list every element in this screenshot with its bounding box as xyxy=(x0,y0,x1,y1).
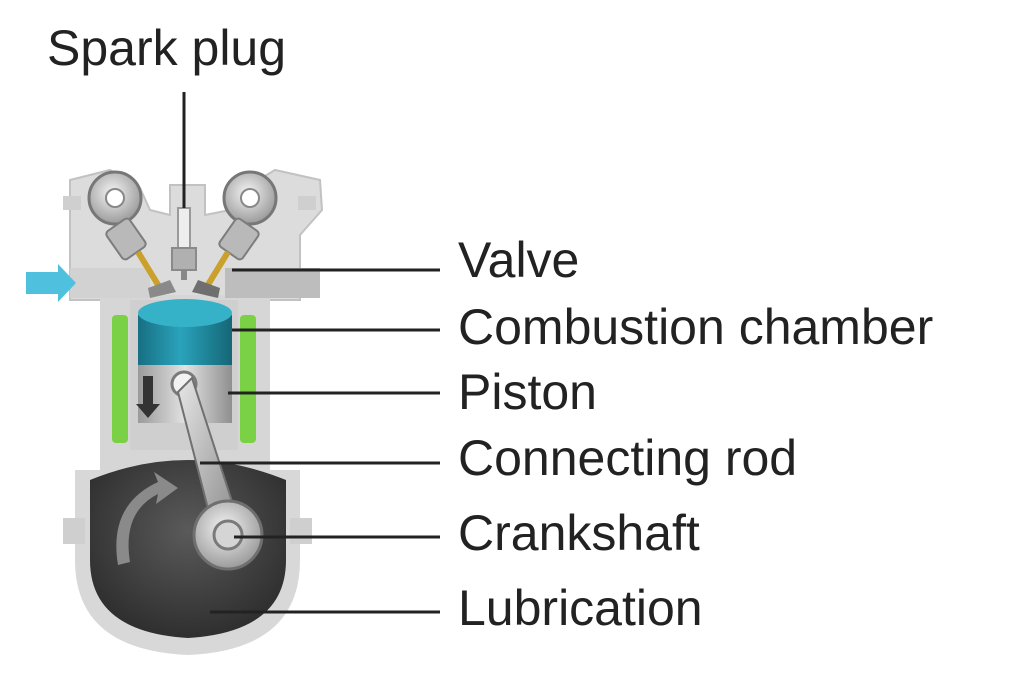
label-combustion-chamber: Combustion chamber xyxy=(458,299,934,355)
head-flange-right xyxy=(298,196,316,210)
spark-plug-icon xyxy=(171,207,197,280)
label-valve: Valve xyxy=(458,232,580,288)
intake-passage xyxy=(70,268,150,298)
case-flange-left xyxy=(63,518,85,544)
valve-spring-left xyxy=(105,217,147,261)
valve-train xyxy=(87,170,278,298)
label-lubrication: Lubrication xyxy=(458,580,703,636)
crankshaft xyxy=(192,499,264,571)
valve-head-right xyxy=(192,280,220,298)
crank-journal xyxy=(212,519,244,551)
spark-plug-body xyxy=(177,207,191,249)
cam-left-hub xyxy=(105,188,125,208)
case-flange-right xyxy=(290,518,312,544)
label-spark-plug: Spark plug xyxy=(47,20,287,76)
down-arrow-icon xyxy=(136,376,160,418)
valve-head-left xyxy=(148,280,176,298)
rotation-arrow-icon xyxy=(116,472,178,565)
exhaust-passage xyxy=(225,268,320,298)
spark-plug-tip xyxy=(181,270,187,280)
valve-stem-left xyxy=(135,250,163,290)
leader-lines xyxy=(182,92,440,614)
label-connecting-rod: Connecting rod xyxy=(458,430,798,486)
valve-stem-right xyxy=(203,250,231,290)
intake-arrow-icon xyxy=(26,264,76,302)
coolant-jacket-left xyxy=(112,315,128,443)
crankcase xyxy=(63,460,312,655)
cam-right-hub xyxy=(240,188,260,208)
label-crankshaft: Crankshaft xyxy=(458,505,700,561)
label-piston: Piston xyxy=(458,364,597,420)
intake-port xyxy=(26,264,320,302)
piston xyxy=(136,299,232,423)
coolant-jacket-right xyxy=(240,315,256,443)
spark-plug-base xyxy=(171,247,197,271)
head-flange-left xyxy=(63,196,81,210)
piston-top xyxy=(138,299,232,327)
